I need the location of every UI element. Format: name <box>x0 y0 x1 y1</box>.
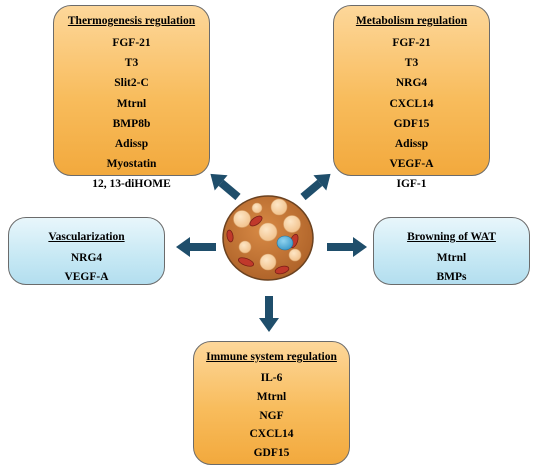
list-item: T3 <box>404 57 419 70</box>
list-item: NRG4 <box>395 77 428 90</box>
list-item: Adissp <box>114 137 149 150</box>
list-item: 12, 13-diHOME <box>92 177 171 190</box>
box-title: Vascularization <box>48 231 125 243</box>
thermogenesis-regulation-box: Thermogenesis regulation FGF-21 T3 Slit2… <box>53 5 210 190</box>
list-item: GDF15 <box>393 117 430 130</box>
nucleus-icon <box>276 235 294 251</box>
arrow-to-immune <box>259 296 279 332</box>
list-item: GDF15 <box>253 447 290 460</box>
arrow-to-browning <box>327 237 367 257</box>
list-item: BMPs <box>436 270 467 283</box>
box-title: Thermogenesis regulation <box>67 15 196 27</box>
list-item: CXCL14 <box>389 97 434 110</box>
list-item: FGF-21 <box>392 37 431 50</box>
arrow-to-vascularization <box>176 237 216 257</box>
metabolism-regulation-box: Metabolism regulation FGF-21 T3 NRG4 CXC… <box>333 5 490 190</box>
vascularization-box: Vascularization NRG4 VEGF-A <box>8 217 165 285</box>
list-item: IGF-1 <box>396 177 427 190</box>
list-item: FGF-21 <box>112 37 151 50</box>
list-item: NRG4 <box>70 252 103 264</box>
list-item: Mtrnl <box>116 97 147 110</box>
list-item: Mtrnl <box>436 252 467 264</box>
list-item: NGF <box>259 409 284 422</box>
arrow-to-thermogenesis <box>210 173 241 201</box>
list-item: Mtrnl <box>256 390 287 403</box>
list-item: Myostatin <box>106 157 157 170</box>
browning-of-wat-box: Browning of WAT Mtrnl BMPs <box>373 217 530 285</box>
list-item: IL-6 <box>260 372 283 384</box>
list-item: Adissp <box>394 137 429 150</box>
box-title: Browning of WAT <box>407 231 496 243</box>
arrow-to-metabolism <box>300 173 331 201</box>
list-item: T3 <box>124 57 139 70</box>
list-item: CXCL14 <box>249 428 294 441</box>
immune-system-regulation-box: Immune system regulation IL-6 Mtrnl NGF … <box>193 341 350 465</box>
list-item: VEGF-A <box>64 270 109 283</box>
adipocyte-cell-icon <box>222 195 314 281</box>
list-item: Slit2-C <box>114 77 149 90</box>
box-title: Immune system regulation <box>206 351 337 363</box>
list-item: BMP8b <box>112 117 151 130</box>
list-item: VEGF-A <box>389 157 434 170</box>
lipid-droplets <box>233 198 302 271</box>
mitochondria-icons <box>226 215 299 275</box>
box-title: Metabolism regulation <box>355 15 468 27</box>
